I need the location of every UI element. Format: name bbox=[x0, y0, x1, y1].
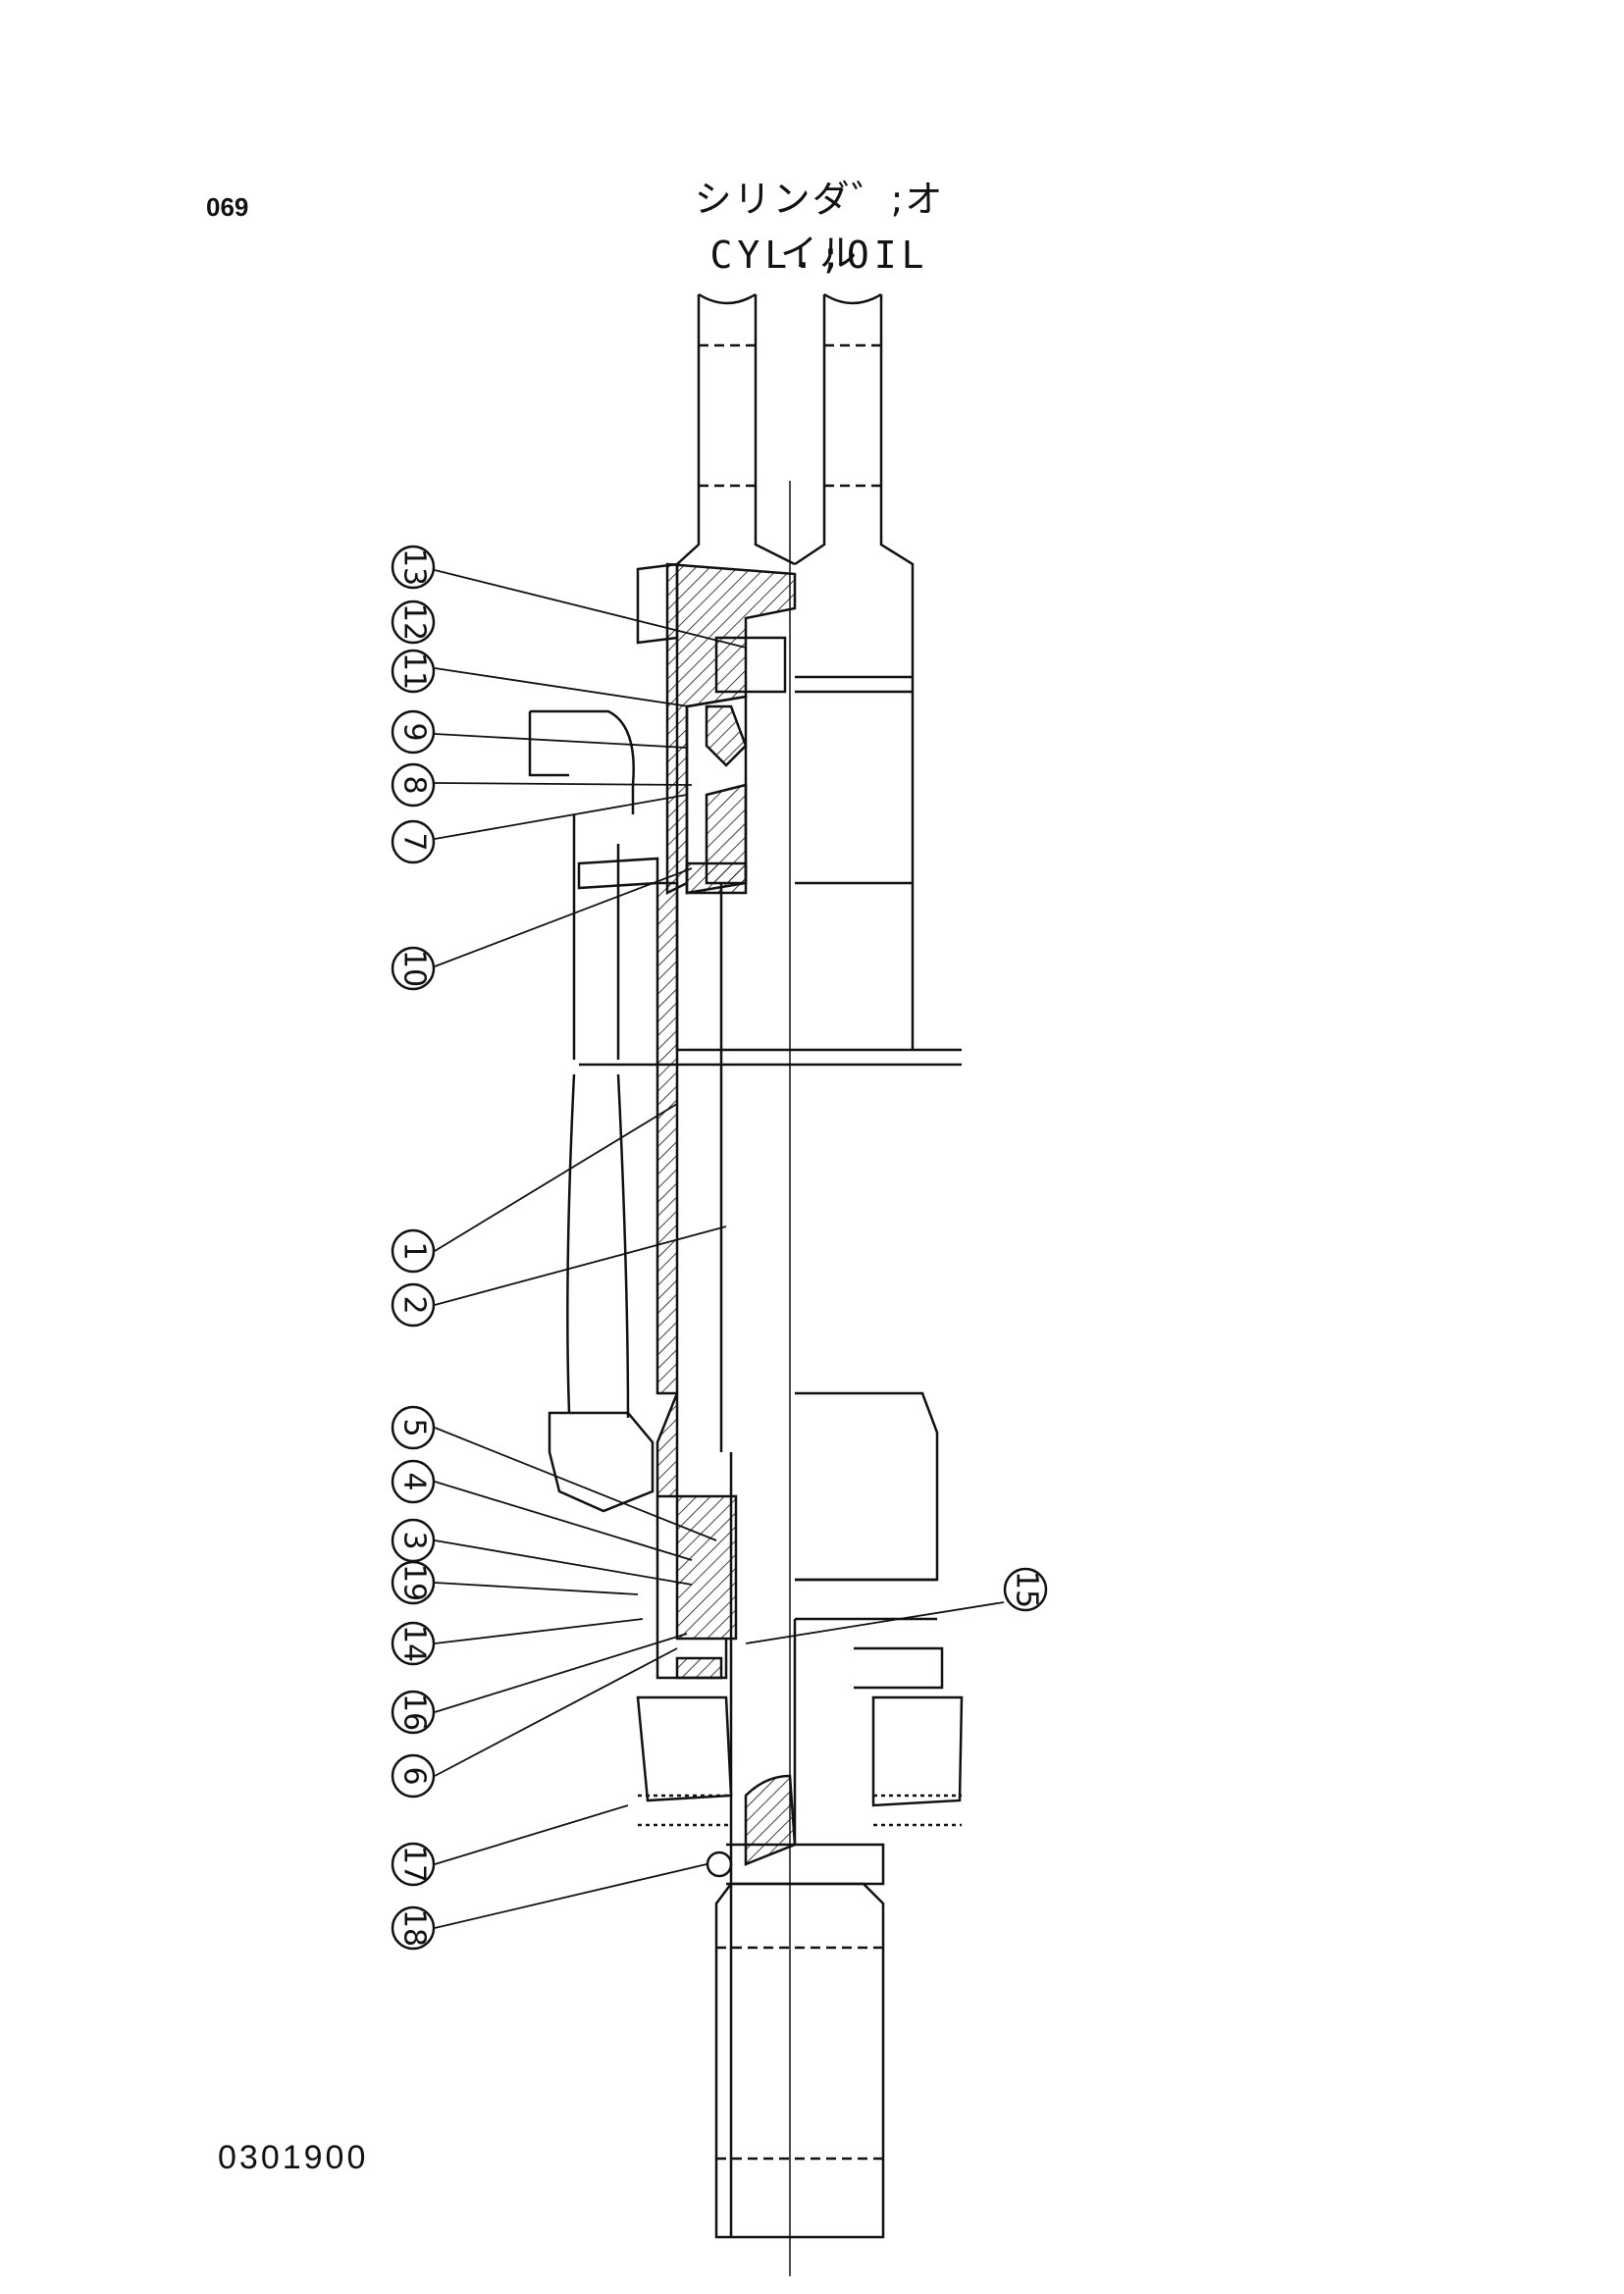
callout-2: 2 bbox=[397, 1295, 432, 1314]
callout-10: 10 bbox=[397, 950, 432, 987]
callout-18: 18 bbox=[397, 1909, 432, 1947]
callout-circles bbox=[391, 545, 1048, 1951]
leader-lines bbox=[434, 569, 1005, 1929]
callout-6: 6 bbox=[397, 1766, 432, 1785]
callout-12: 12 bbox=[397, 603, 432, 641]
callout-17: 17 bbox=[397, 1846, 432, 1883]
rod-end bbox=[706, 1774, 885, 2239]
callout-19: 19 bbox=[397, 1564, 432, 1601]
callout-11: 11 bbox=[397, 652, 432, 690]
callout-8: 8 bbox=[397, 775, 432, 794]
callout-1: 1 bbox=[397, 1241, 432, 1260]
title-japanese: シリンダ゛;オイル bbox=[694, 178, 945, 275]
callout-3: 3 bbox=[397, 1531, 432, 1549]
hydraulic-pipe bbox=[528, 709, 659, 1513]
title-english: CYL.;OIL bbox=[709, 234, 929, 277]
stop-ring-right bbox=[871, 1695, 964, 1827]
cylinder-lower-body bbox=[655, 1391, 939, 1680]
cylinder-upper-body bbox=[579, 675, 962, 1067]
callout-4: 4 bbox=[397, 1472, 432, 1490]
callout-15: 15 bbox=[1010, 1571, 1044, 1608]
callout-13: 13 bbox=[397, 548, 432, 586]
callout-16: 16 bbox=[397, 1694, 432, 1731]
callout-5: 5 bbox=[397, 1418, 432, 1436]
drawing-number: 0301900 bbox=[218, 2139, 369, 2176]
callout-14: 14 bbox=[397, 1625, 432, 1662]
callout-7: 7 bbox=[397, 832, 432, 851]
cylinder-tube-wall bbox=[655, 881, 679, 1395]
callout-9: 9 bbox=[397, 722, 432, 741]
callout-labels: 13 12 11 9 8 7 10 1 2 5 4 3 19 14 16 6 1… bbox=[397, 548, 1044, 1947]
page-number: 069 bbox=[206, 192, 249, 222]
stop-ring-left bbox=[636, 1695, 733, 1827]
